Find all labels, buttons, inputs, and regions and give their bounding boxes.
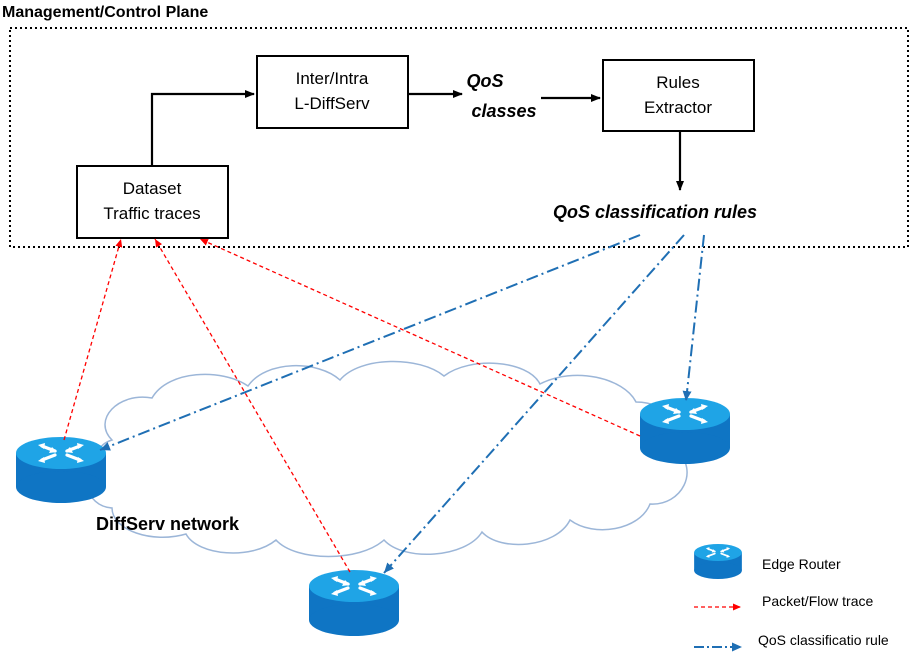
qos-rules-label: QoS classification rules — [553, 202, 757, 222]
legend-edge-router-label: Edge Router — [762, 556, 841, 572]
trace-bottom-router — [154, 238, 351, 573]
legend: Edge Router Packet/Flow trace QoS classi… — [694, 544, 889, 652]
rule-to-bottom-router — [383, 234, 685, 574]
diffserv-box: Inter/Intra L-DiffServ — [256, 55, 409, 129]
dataset-box: Dataset Traffic traces — [76, 165, 229, 239]
rule-to-left-router — [99, 234, 641, 451]
edge-router-icon — [640, 398, 730, 464]
qos-classes-label-1: QoS — [466, 71, 503, 91]
rule-to-right-router — [682, 234, 705, 402]
dataset-box-line1: Dataset — [123, 179, 182, 198]
rules-box-line2: Extractor — [644, 98, 712, 117]
trace-right-router — [199, 238, 641, 437]
qos-classes-label-2: classes — [471, 101, 536, 121]
rules-box-line1: Rules — [656, 73, 699, 92]
arrow-dataset-to-diffserv — [150, 90, 255, 166]
legend-rule-label: QoS classificatio rule — [758, 632, 889, 648]
legend-edge-router-icon — [694, 544, 742, 579]
diffserv-box-line2: L-DiffServ — [294, 94, 370, 113]
legend-trace-label: Packet/Flow trace — [762, 593, 873, 609]
plane-title: Management/Control Plane — [2, 4, 208, 21]
network-label: DiffServ network — [96, 514, 240, 534]
dataset-box-line2: Traffic traces — [103, 204, 200, 223]
rules-extractor-box: Rules Extractor — [602, 59, 755, 132]
edge-router-icon — [16, 437, 106, 503]
control-plane-frame — [9, 27, 909, 248]
diffserv-box-line1: Inter/Intra — [296, 69, 369, 88]
edge-router-icon — [309, 570, 399, 636]
